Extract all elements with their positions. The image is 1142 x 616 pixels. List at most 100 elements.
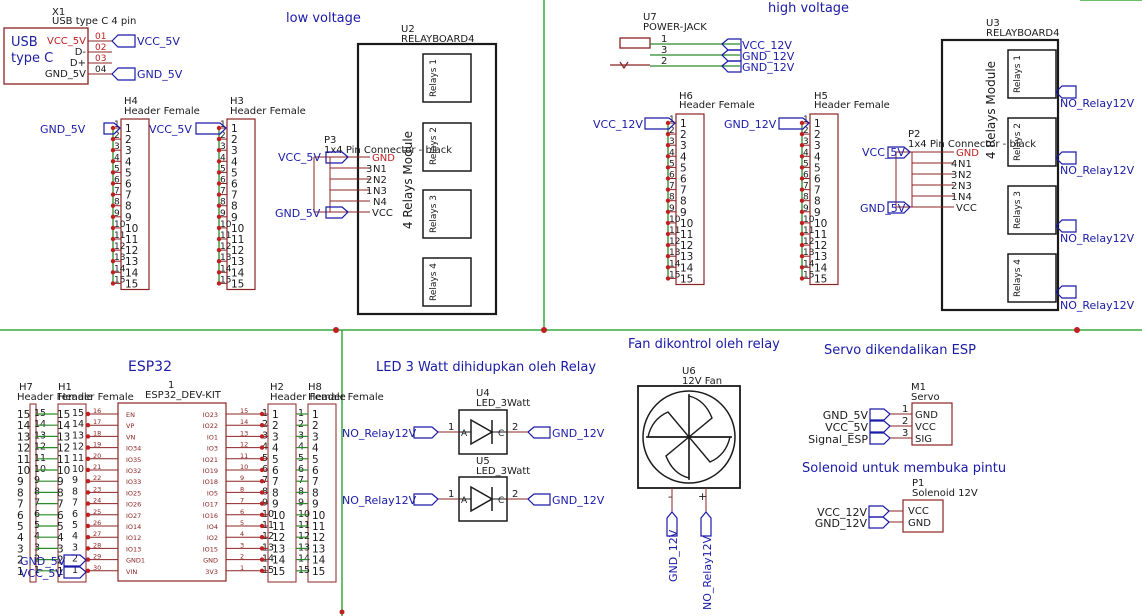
h8-pin-label: 6 xyxy=(312,465,319,477)
power-jack-u7[interactable]: U7 POWER-JACK 1 3 2 VCC_12V GND_12V GND_… xyxy=(610,12,795,74)
p1-ref: P1 xyxy=(912,478,924,489)
h4-pin-num: 8 xyxy=(114,198,120,208)
h5-pin-dot xyxy=(799,220,805,226)
h2-pin-dot xyxy=(259,568,265,573)
h5-pin-label: 6 xyxy=(814,174,821,186)
h6-pin-num: 2 xyxy=(669,126,675,136)
h3-ref: H3 xyxy=(230,96,244,107)
esp32-left-pin-num: 23 xyxy=(93,485,101,493)
h8-pin-label: 5 xyxy=(312,454,319,466)
u4-pin-num-k: 2 xyxy=(512,422,518,433)
h1-pin-label: 14 xyxy=(57,420,71,432)
h6-pin-label: 5 xyxy=(680,162,687,174)
h5-pin-label: 10 xyxy=(814,218,827,230)
p3-pin-4-num: 1 xyxy=(366,186,372,197)
esp32-left-pin-num: 24 xyxy=(93,497,101,505)
h5-pin-dot xyxy=(799,120,805,126)
h1-pin-num: 11 xyxy=(72,453,84,464)
h4-pin-num: 12 xyxy=(114,242,125,252)
h1-pin-dot xyxy=(85,501,91,506)
h5-net-flag xyxy=(778,117,810,130)
h8-pin-label: 13 xyxy=(312,543,325,555)
h7-pin-label: 10 xyxy=(17,465,30,477)
u3-no-flag-3 xyxy=(1055,219,1077,233)
h2-pin-num: 12 xyxy=(262,531,274,542)
h1-pin-dot xyxy=(85,546,91,551)
p2-pin-5-num: 1 xyxy=(951,192,957,203)
u4-pin-num-a: 1 xyxy=(448,422,454,433)
h5-pin-num: 5 xyxy=(803,159,809,169)
relay-board-u3[interactable]: U3 RELAYBOARD4 4 Relays Module Relays 1 … xyxy=(940,18,1135,312)
h3-pin-num: 11 xyxy=(220,231,231,241)
p3-value: 1x4 Pin Connector - black xyxy=(324,145,452,156)
connector-p3[interactable]: P3 1x4 Pin Connector - black GND 3 N1 2 … xyxy=(275,135,452,220)
led-u5[interactable]: U5 LED_3Watt A C 1 2 NO_Relay12V GND_12V xyxy=(342,456,605,522)
solenoid-p1[interactable]: P1 Solenoid 12V VCC GND VCC_12V GND_12V xyxy=(815,478,978,533)
connector-p2[interactable]: P2 1x4 Pin Connector - black GND 4 N1 3 … xyxy=(860,129,1036,215)
h6-pin-label: 8 xyxy=(680,196,687,208)
h1-pin-label: 4 xyxy=(57,532,64,544)
h3-pin-dot xyxy=(216,159,222,164)
h7-ref: H7 xyxy=(19,382,33,393)
esp32-right-pin-name: IO22 xyxy=(203,422,218,430)
h4-pin-dot xyxy=(110,181,116,186)
usb-net-vcc: VCC_5V xyxy=(137,35,180,48)
esp32-value: ESP32_DEV-KIT xyxy=(145,390,222,401)
h3-pin-label: 12 xyxy=(231,245,244,257)
p2-pin-6-name: VCC xyxy=(956,203,977,214)
h7-pin-label: 1 xyxy=(17,566,24,578)
h5-pin-num: 14 xyxy=(803,259,815,269)
h2-pin-label: 15 xyxy=(272,566,285,578)
u4-net-in: NO_Relay12V xyxy=(342,427,417,440)
led-u4[interactable]: U4 LED_3Watt A C 1 2 NO_Relay12V GND_12V xyxy=(342,388,605,455)
h3-pin-label: 15 xyxy=(231,278,244,290)
m1-net-3: Signal_ESP xyxy=(808,433,868,446)
h8-value: Header Female xyxy=(308,392,384,403)
u3-value: RELAYBOARD4 xyxy=(986,28,1059,39)
u5-value: LED_3Watt xyxy=(476,466,530,477)
usb-pin-num-2: 02 xyxy=(95,43,106,53)
u4-pin-a: A xyxy=(461,429,468,439)
relay-board-u2[interactable]: U2 RELAYBOARD4 4 Relays Module Relays 1 … xyxy=(356,24,498,316)
h4-pin-dot xyxy=(110,225,116,231)
p2-net-gnd: GND_5V xyxy=(860,202,906,215)
u7-net-flag-3 xyxy=(721,60,742,73)
h7-pin-label: 14 xyxy=(17,420,31,432)
h8-pin-label: 11 xyxy=(312,521,325,533)
esp32-module[interactable]: 1 ESP32_DEV-KIT EN16VP17VN18IO3419IO3520… xyxy=(93,380,248,582)
usb-pin-dp: D+ xyxy=(70,58,86,69)
h3-body xyxy=(226,118,256,291)
u4-net-flag-out xyxy=(527,426,551,439)
u5-pin-num-k: 2 xyxy=(512,489,518,500)
h1-pin-dot xyxy=(85,467,91,473)
esp32-right-pin-name: IO19 xyxy=(203,467,218,475)
h4-pin-label: 3 xyxy=(125,145,132,157)
servo-m1[interactable]: M1 Servo 1 2 3 GND VCC SIG GND_5V VCC_5V… xyxy=(808,382,953,446)
h6-pin-num: 10 xyxy=(669,215,681,225)
u2-module-label: 4 Relays Module xyxy=(401,131,415,229)
title-led: LED 3 Watt dihidupkan oleh Relay xyxy=(376,360,596,375)
h2-pin-dot xyxy=(259,445,265,450)
u5-net-flag-out xyxy=(527,493,551,506)
p2-value: 1x4 Pin Connector - black xyxy=(908,139,1036,150)
h4-pin-num: 3 xyxy=(114,142,120,152)
h1-pin-label: 11 xyxy=(57,454,70,466)
h1-pin-num: 13 xyxy=(72,430,84,441)
h5-pin-num: 13 xyxy=(803,248,814,258)
h1-pin-dot xyxy=(85,434,91,439)
esp32-left-pin-name: IO33 xyxy=(126,478,141,486)
h4-pin-dot xyxy=(110,270,116,275)
h2-pin-label: 7 xyxy=(272,476,279,488)
h3-pin-dot xyxy=(216,125,222,131)
esp32-left-pin-name: IO32 xyxy=(126,467,141,475)
h4-pin-label: 13 xyxy=(125,256,138,268)
h3-pin-dot xyxy=(216,136,222,142)
usb-connector[interactable]: X1 USB type C 4 pin USB type C VCC_5V D-… xyxy=(3,7,183,85)
esp32-body xyxy=(117,402,227,582)
fan-u6[interactable]: U6 12V Fan - + GND_12V NO_Relay12V xyxy=(637,366,741,610)
